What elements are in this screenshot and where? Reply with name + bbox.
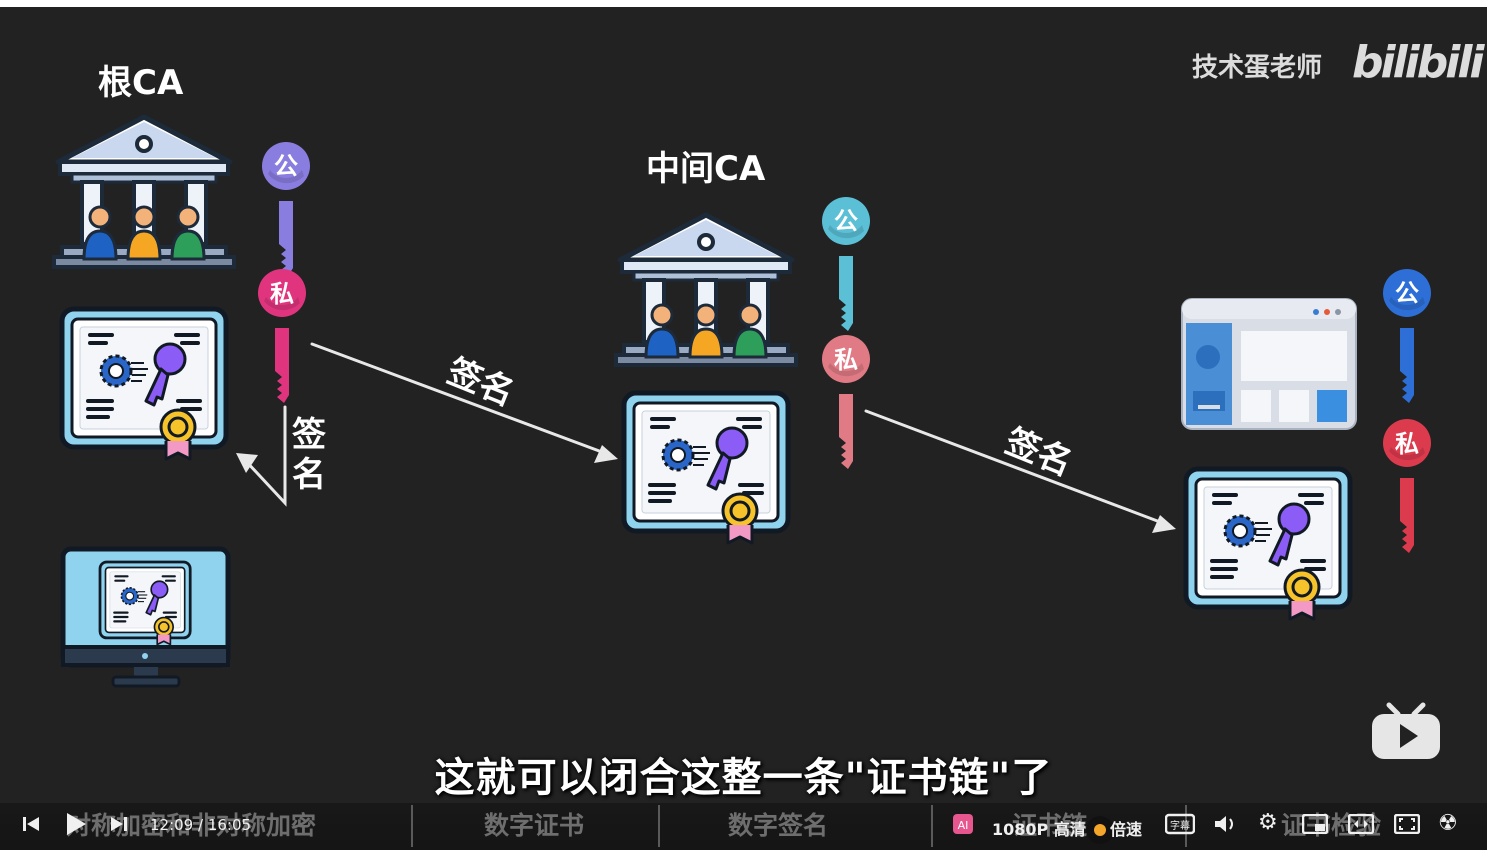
- leaf-certificate-icon: [1186, 469, 1350, 619]
- video-frame[interactable]: 公 私 公 私 公 私 根CA 中间CA 签名 签名 签 名 技术蛋老师 bil…: [0, 7, 1487, 850]
- web-fullscreen-icon[interactable]: [1393, 813, 1421, 838]
- browser-window-icon: [1181, 298, 1357, 430]
- next-icon[interactable]: [110, 815, 128, 837]
- signing-arrow-intermediate-to-leaf: [864, 409, 1170, 527]
- self-sign-label-char-2: 名: [292, 455, 326, 495]
- intermediate-ca-bank-icon: [616, 215, 796, 365]
- quality-selector[interactable]: 1080P 高清: [992, 820, 1086, 839]
- root-ca-certificate-icon: [62, 309, 226, 459]
- settings-gear-icon[interactable]: ⚙: [1258, 810, 1278, 835]
- playback-speed-button[interactable]: 倍速: [1110, 820, 1143, 839]
- widescreen-icon[interactable]: [1347, 813, 1375, 838]
- player-control-bar: 对称加密和非对称加密 数字证书 数字签名 证书链 证书检验 12:09 / 16…: [0, 803, 1487, 850]
- intermediate-ca-label: 中间CA: [646, 149, 766, 189]
- leaf-private-key-label: 私: [1395, 430, 1419, 458]
- root-public-key-label: 公: [274, 152, 298, 180]
- chapter-divider: [411, 805, 413, 847]
- volume-icon[interactable]: [1214, 814, 1238, 838]
- chapter-divider: [658, 805, 660, 847]
- picture-in-picture-icon[interactable]: [1301, 813, 1329, 838]
- root-ca-bank-icon: [54, 117, 234, 267]
- signing-arrow-root-to-intermediate: [310, 342, 612, 457]
- play-icon[interactable]: [64, 811, 88, 841]
- leaf-public-key-label: 公: [1395, 279, 1419, 307]
- bilibili-logo: bilibili: [1352, 37, 1484, 88]
- monitor-certificate-icon: [60, 546, 231, 688]
- top-border: [0, 0, 1487, 7]
- root-ca-label: 根CA: [98, 63, 184, 103]
- chapter-divider: [1185, 805, 1187, 847]
- chapter-symmetric-encryption[interactable]: 对称加密和非对称加密: [66, 811, 317, 840]
- diagram-canvas: 公 私 公 私 公 私: [0, 7, 1431, 688]
- root-private-key-label: 私: [270, 280, 294, 308]
- fullscreen-icon[interactable]: ☢: [1438, 811, 1458, 836]
- ai-subtitle-icon[interactable]: AI: [952, 813, 974, 839]
- chapter-certificate-chain[interactable]: 证书链: [1012, 811, 1088, 840]
- intermediate-private-key-label: 私: [834, 346, 858, 374]
- chapter-divider: [931, 805, 933, 847]
- chapter-digital-certificate[interactable]: 数字证书: [484, 811, 585, 840]
- intermediate-ca-certificate-icon: [624, 393, 788, 543]
- author-watermark: 技术蛋老师: [1192, 53, 1323, 83]
- video-subtitle: 这就可以闭合这整一条"证书链"了: [434, 755, 1053, 801]
- previous-icon[interactable]: [22, 815, 40, 837]
- chapter-digital-signature[interactable]: 数字签名: [728, 811, 829, 840]
- svg-text:字幕: 字幕: [1170, 819, 1190, 832]
- time-display: 12:09 / 16:05: [150, 816, 252, 834]
- intermediate-public-key-label: 公: [834, 207, 858, 235]
- progress-handle-icon[interactable]: [1085, 815, 1115, 849]
- self-sign-label-char-1: 签: [292, 415, 326, 455]
- subtitles-icon[interactable]: 字幕: [1164, 813, 1196, 839]
- play-tv-icon[interactable]: [1371, 702, 1441, 760]
- self-signing-arrow: [242, 405, 287, 507]
- svg-text:AI: AI: [958, 819, 969, 832]
